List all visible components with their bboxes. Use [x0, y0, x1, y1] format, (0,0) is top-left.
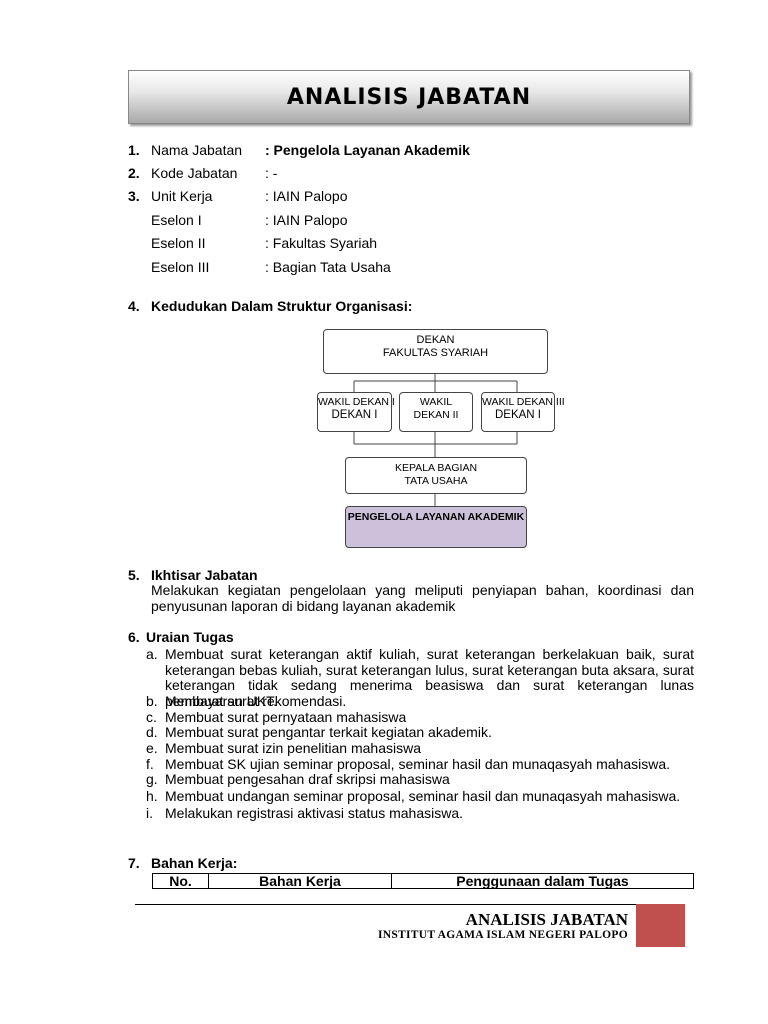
- task-letter: g.: [146, 771, 158, 787]
- task-text: Membuat pengesahan draf skripsi mahasisw…: [165, 771, 450, 787]
- task-letter: a.: [146, 646, 158, 662]
- task-letter: f.: [146, 756, 154, 772]
- section-7-title: Bahan Kerja:: [151, 855, 238, 871]
- field-num-1: 1.: [128, 142, 140, 158]
- field-value-unit-kerja: : IAIN Palopo: [265, 188, 348, 204]
- table-header-bahan-kerja: Bahan Kerja: [209, 874, 392, 888]
- field-label-kode-jabatan: Kode Jabatan: [151, 165, 238, 181]
- table-header-no: No.: [153, 874, 209, 888]
- org-wd3-line2: DEKAN I: [494, 409, 541, 421]
- org-kabag-line2: TATA USAHA: [404, 475, 468, 487]
- section-6-num: 6.: [128, 629, 140, 645]
- section-5-num: 5.: [128, 567, 140, 583]
- org-wd2-line2: DEKAN II: [413, 409, 459, 421]
- task-text: Membuat surat pengantar terkait kegiatan…: [165, 724, 492, 740]
- org-kabag-line1: KEPALA BAGIAN: [394, 462, 478, 474]
- task-letter: c.: [146, 709, 157, 725]
- task-text: Membuat surat keterangan aktif kuliah, s…: [165, 646, 694, 709]
- section-5-text: Melakukan kegiatan pengelolaan yang meli…: [151, 582, 694, 614]
- org-box-kepala-bagian: KEPALA BAGIAN TATA USAHA: [345, 457, 527, 494]
- org-box-wakil-dekan-3: WAKIL DEKAN III DEKAN I: [481, 392, 565, 432]
- field-label-eselon-3: Eselon III: [151, 259, 210, 275]
- footer-accent-block: [636, 904, 685, 947]
- field-label-eselon-1: Eselon I: [151, 212, 202, 228]
- task-letter: b.: [146, 693, 158, 709]
- task-text: Membuat surat rekomendasi.: [165, 693, 347, 709]
- org-dekan-line2: FAKULTAS SYARIAH: [382, 347, 489, 359]
- section-5-title: Ikhtisar Jabatan: [151, 567, 258, 583]
- section-7-num: 7.: [128, 855, 140, 871]
- org-box-dekan: DEKAN FAKULTAS SYARIAH: [323, 329, 548, 374]
- field-label-eselon-2: Eselon II: [151, 235, 206, 251]
- footer-title: ANALISIS JABATAN: [465, 910, 628, 929]
- org-wd2-line1: WAKIL: [419, 396, 453, 408]
- footer-divider: [135, 904, 685, 905]
- field-value-nama-jabatan: : Pengelola Layanan Akademik: [265, 142, 470, 158]
- page-title: ANALISIS JABATAN: [286, 84, 532, 110]
- section-6-title: Uraian Tugas: [146, 629, 234, 645]
- table-header-penggunaan: Penggunaan dalam Tugas: [456, 873, 629, 889]
- field-label-unit-kerja: Unit Kerja: [151, 188, 213, 204]
- field-num-3: 3.: [128, 188, 140, 204]
- org-dekan-line1: DEKAN: [416, 334, 455, 346]
- org-wd1-line2: DEKAN I: [331, 409, 378, 421]
- task-text: Membuat surat pernyataan mahasiswa: [165, 709, 407, 725]
- task-text: Melakukan registrasi aktivasi status mah…: [165, 805, 464, 821]
- org-box-wakil-dekan-1: WAKIL DEKAN I DEKAN I: [317, 392, 395, 432]
- title-banner: ANALISIS JABATAN: [128, 70, 690, 124]
- section-4-num: 4.: [128, 298, 140, 314]
- task-letter: i.: [146, 805, 153, 821]
- field-num-2: 2.: [128, 165, 140, 181]
- footer-subtitle: INSTITUT AGAMA ISLAM NEGERI PALOPO: [377, 929, 628, 941]
- task-letter: d.: [146, 724, 158, 740]
- section-4-title: Kedudukan Dalam Struktur Organisasi:: [151, 298, 413, 314]
- org-box-pengelola: PENGELOLA LAYANAN AKADEMIK: [345, 506, 527, 548]
- task-letter: h.: [146, 788, 158, 804]
- field-value-eselon-3: : Bagian Tata Usaha: [265, 259, 391, 275]
- org-pengelola-label: PENGELOLA LAYANAN AKADEMIK: [347, 511, 525, 523]
- field-value-eselon-2: : Fakultas Syariah: [265, 235, 378, 251]
- task-text: Membuat undangan seminar proposal, semin…: [165, 788, 681, 804]
- org-box-wakil-dekan-2: WAKIL DEKAN II: [399, 392, 473, 432]
- field-label-nama-jabatan: Nama Jabatan: [151, 142, 243, 158]
- field-value-eselon-1: : IAIN Palopo: [265, 212, 348, 228]
- task-text: Membuat surat izin penelitian mahasiswa: [165, 740, 422, 756]
- field-value-kode-jabatan: : -: [265, 165, 278, 181]
- org-wd1-line1: WAKIL DEKAN I: [318, 396, 395, 408]
- task-letter: e.: [146, 740, 158, 756]
- bahan-kerja-table-header: No. Bahan Kerja Penggunaan dalam Tugas: [152, 873, 694, 889]
- org-wd3-line1: WAKIL DEKAN III: [482, 396, 565, 408]
- task-text: Membuat SK ujian seminar proposal, semin…: [165, 756, 671, 772]
